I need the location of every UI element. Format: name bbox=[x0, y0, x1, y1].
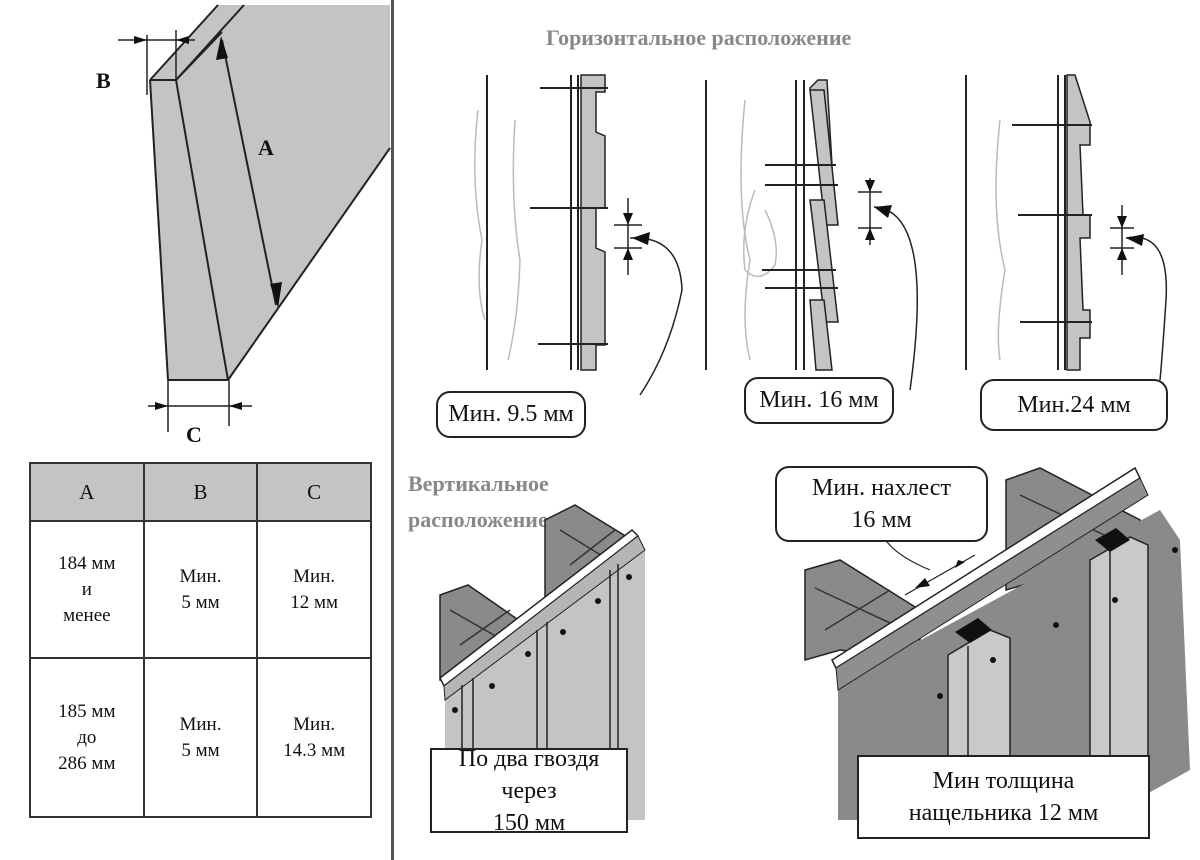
batten-thickness-box: Мин толщина нащельника 12 мм bbox=[857, 755, 1150, 839]
horizontal-diagrams bbox=[474, 74, 1168, 396]
batten-box-line2: нащельника 12 мм bbox=[908, 800, 1099, 826]
bevel-board-diagram: B A C bbox=[96, 4, 391, 447]
dimension-c bbox=[148, 380, 252, 432]
horizontal-panel-3 bbox=[965, 74, 1168, 381]
vertical-title-line1: Вертикальное bbox=[408, 471, 549, 496]
cell-text: 185 мм bbox=[58, 700, 116, 722]
label-b: B bbox=[96, 68, 111, 93]
cell-text: Мин. bbox=[293, 565, 336, 587]
callout-min-16: Мин. 16 мм bbox=[744, 377, 894, 424]
cell-text: 286 мм bbox=[58, 752, 116, 774]
cell-text: Мин. bbox=[179, 565, 222, 587]
cell-text: 5 мм bbox=[181, 591, 220, 613]
overlap-line2: 16 мм bbox=[851, 507, 912, 533]
table-header-row: A B C bbox=[29, 462, 372, 522]
nails-box-line2: 150 мм bbox=[492, 809, 566, 836]
header-b: B bbox=[142, 462, 259, 522]
cell-text: менее bbox=[63, 604, 111, 626]
callout-min-overlap: Мин. нахлест 16 мм bbox=[775, 466, 988, 542]
nails-box-line1: По два гвоздя через bbox=[458, 745, 600, 804]
vertical-title: Вертикальное расположение bbox=[408, 466, 549, 538]
horizontal-panel-1 bbox=[474, 74, 683, 396]
cell-text: 12 мм bbox=[290, 591, 339, 613]
callout-min-9-5: Мин. 9.5 мм bbox=[436, 391, 586, 438]
cell-text: Мин. bbox=[293, 713, 336, 735]
header-c: C bbox=[256, 462, 372, 522]
cell-a: 185 мм до 286 мм bbox=[29, 657, 145, 818]
label-a: A bbox=[258, 135, 274, 160]
vertical-title-line2: расположение bbox=[408, 507, 548, 532]
cell-a: 184 мм и менее bbox=[29, 520, 145, 659]
cell-text: Мин. bbox=[179, 713, 222, 735]
dimension-b bbox=[118, 30, 195, 95]
cell-text: 184 мм bbox=[58, 552, 116, 574]
dimension-table: A B C 184 мм и менее Мин. 5 мм Мин. 12 м… bbox=[29, 462, 372, 818]
vertical-divider bbox=[391, 0, 394, 860]
cell-c: Мин. 12 мм bbox=[256, 520, 372, 659]
table-row: 185 мм до 286 мм Мин. 5 мм Мин. 14.3 мм bbox=[29, 657, 372, 818]
callout-min-24: Мин.24 мм bbox=[980, 379, 1168, 431]
dimension-a bbox=[216, 36, 282, 308]
cell-text: до bbox=[77, 726, 97, 748]
overlap-line1: Мин. нахлест bbox=[812, 475, 951, 501]
batten-box-line1: Мин толщина bbox=[932, 768, 1075, 794]
board-shape bbox=[150, 5, 390, 380]
cell-text: 5 мм bbox=[181, 739, 220, 761]
nails-spacing-box: По два гвоздя через 150 мм bbox=[430, 746, 628, 836]
cell-b: Мин. 5 мм bbox=[142, 657, 259, 818]
table-row: 184 мм и менее Мин. 5 мм Мин. 12 мм bbox=[29, 520, 372, 659]
header-a: A bbox=[29, 462, 145, 522]
label-c: C bbox=[186, 422, 202, 447]
cell-c: Мин. 14.3 мм bbox=[256, 657, 372, 818]
horizontal-title: Горизонтальное расположение bbox=[546, 25, 852, 50]
cell-text: 14.3 мм bbox=[283, 739, 346, 761]
cell-b: Мин. 5 мм bbox=[142, 520, 259, 659]
horizontal-panel-2 bbox=[705, 79, 918, 391]
cell-text: и bbox=[81, 578, 92, 600]
